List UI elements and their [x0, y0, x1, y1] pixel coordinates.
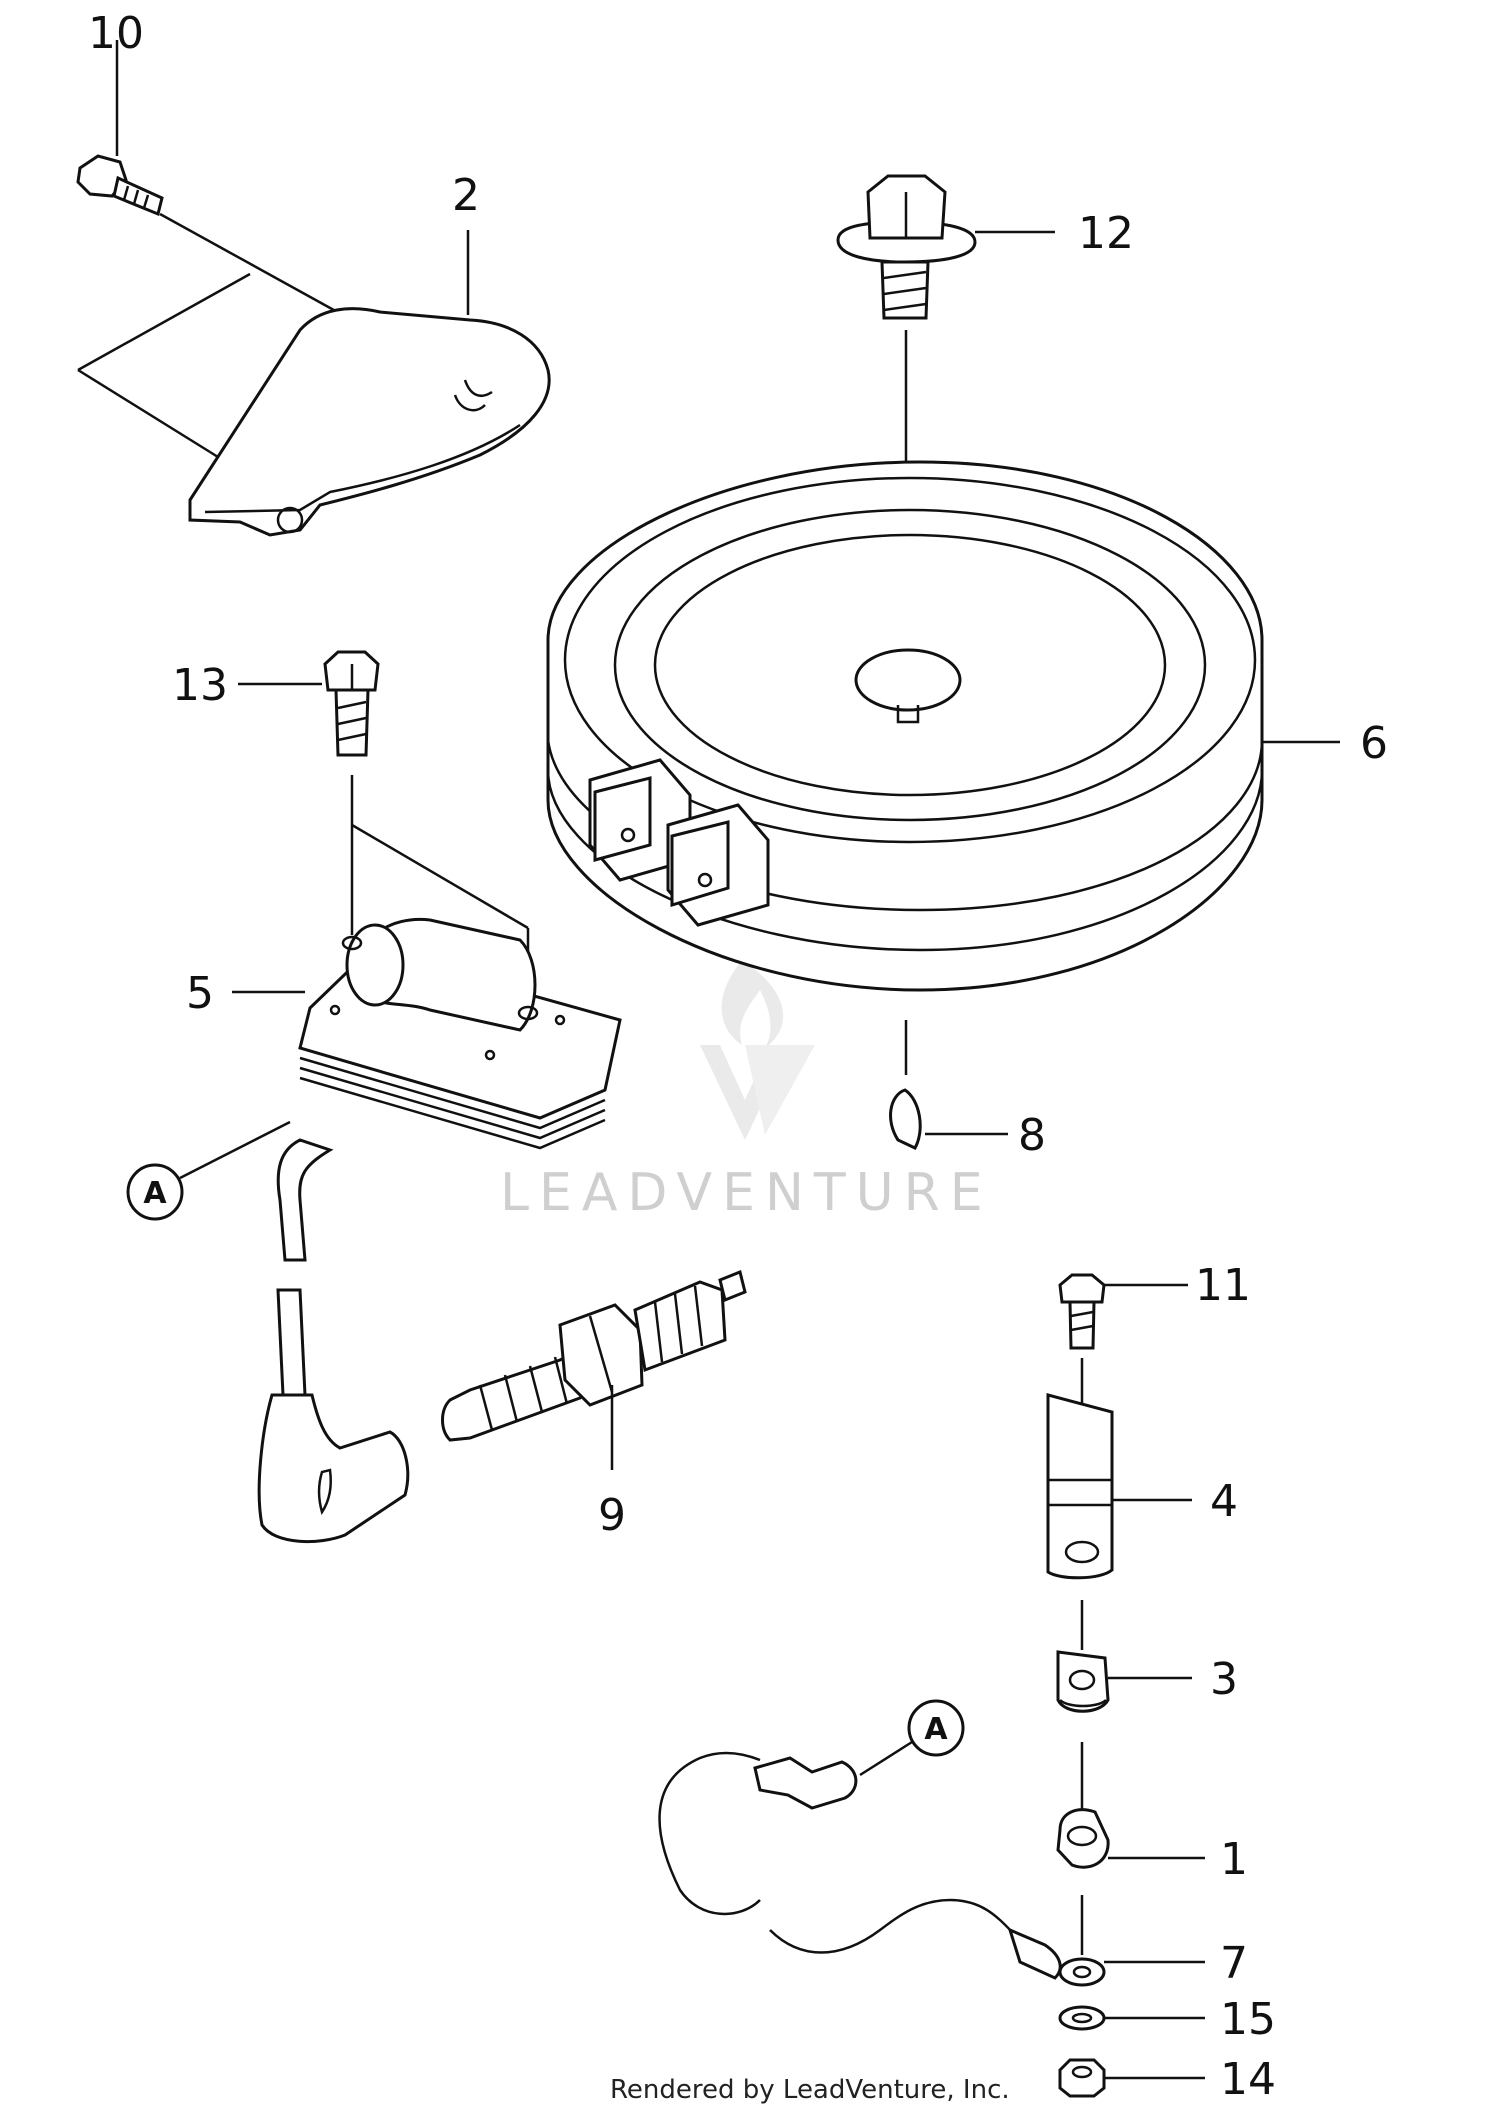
- part-label-3: 3: [1210, 1654, 1238, 1705]
- part-label-10: 10: [88, 8, 144, 59]
- part-label-2: 2: [452, 170, 480, 221]
- ground-wire-7: [658, 1751, 1205, 1987]
- part-label-9: 9: [598, 1490, 626, 1541]
- nut-14: [1058, 2058, 1205, 2098]
- cover-2: [188, 230, 551, 537]
- grommet-1: [1056, 1808, 1205, 1955]
- callout-a-label: A: [143, 1176, 167, 1211]
- callout-a-ground: [859, 1699, 965, 1777]
- callout-a-label: A: [924, 1712, 948, 1747]
- part-label-7: 7: [1220, 1938, 1248, 1989]
- part-label-5: 5: [186, 968, 214, 1019]
- clip-nut-3: [1056, 1650, 1192, 1815]
- callout-a-coil: [126, 1120, 291, 1221]
- part-label-6: 6: [1360, 718, 1388, 769]
- bracket-4: [1046, 1393, 1192, 1650]
- bolt-12: [836, 174, 1055, 650]
- part-label-11: 11: [1195, 1260, 1251, 1311]
- part-label-4: 4: [1210, 1476, 1238, 1527]
- part-label-8: 8: [1018, 1110, 1046, 1161]
- flywheel-6: [546, 460, 1340, 992]
- watermark-text: LEADVENTURE: [500, 1163, 993, 1223]
- part-label-1: 1: [1220, 1834, 1248, 1885]
- key-8: [889, 1020, 1008, 1150]
- watermark-logo: [700, 960, 815, 1140]
- part-label-15: 15: [1220, 1994, 1276, 2045]
- screw-10: [76, 40, 164, 217]
- part-label-13: 13: [172, 660, 228, 711]
- leader-line: [77, 368, 211, 454]
- washer-15: [1058, 2005, 1205, 2031]
- ignition-coil-5: [232, 917, 622, 1544]
- part-label-12: 12: [1078, 208, 1134, 259]
- leader-line: [77, 272, 251, 372]
- spark-plug-9: [441, 1269, 747, 1470]
- part-label-14: 14: [1220, 2054, 1276, 2105]
- bolt-13: [238, 650, 530, 1008]
- footer-credit: Rendered by LeadVenture, Inc.: [610, 2075, 1010, 2105]
